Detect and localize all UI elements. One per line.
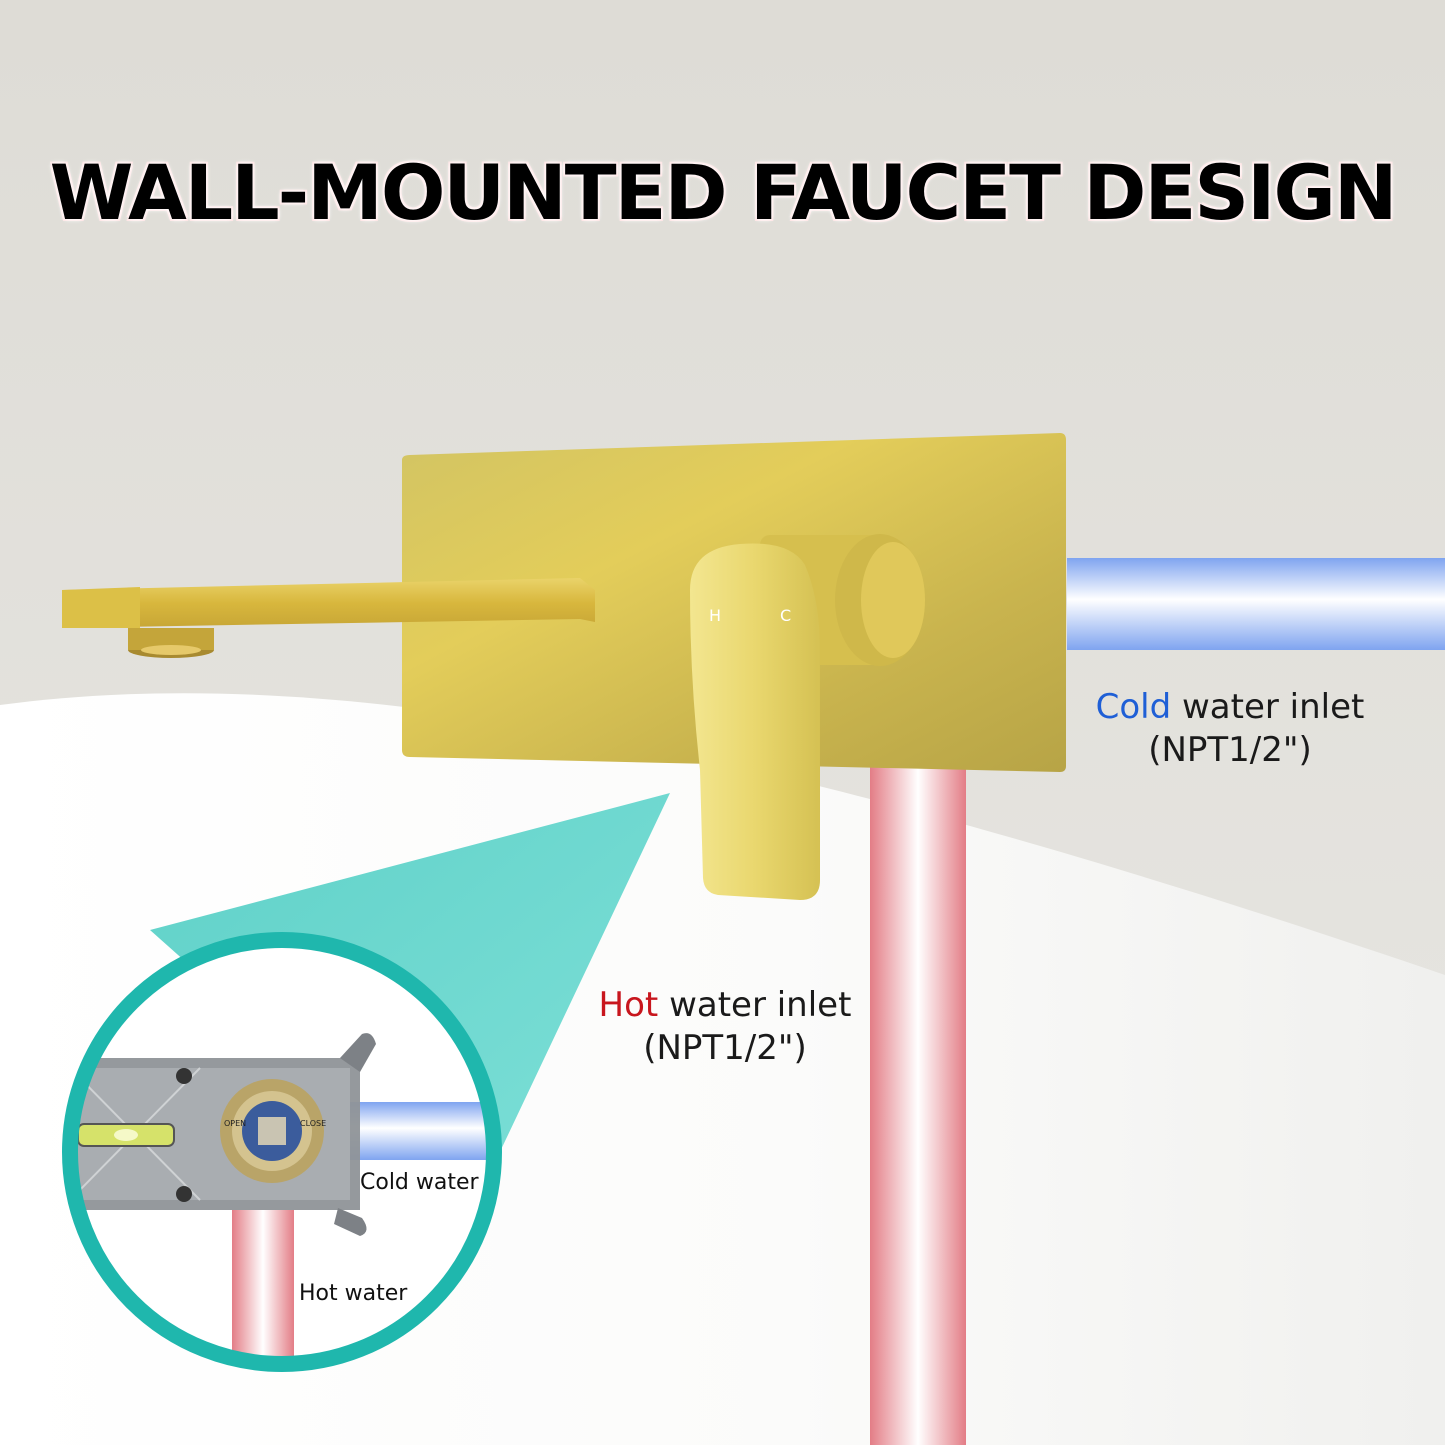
inset-hot-pipe	[232, 1210, 294, 1364]
inset-detail: OPEN CLOSE	[62, 932, 502, 1372]
page-title: WALL-MOUNTED FAUCET DESIGN	[49, 148, 1398, 237]
hot-inlet-text: water inlet	[669, 985, 852, 1025]
handle-hot-mark: H	[709, 606, 721, 625]
cold-inlet-spec: (NPT1/2")	[1148, 729, 1312, 770]
valve-close-mark: CLOSE	[300, 1119, 326, 1128]
inset-cold-water-label: Cold water	[360, 1170, 479, 1195]
hot-highlight: Hot	[598, 985, 659, 1025]
inset-cold-pipe	[345, 1102, 494, 1160]
cold-inlet-text: water inlet	[1182, 687, 1365, 727]
cold-highlight: Cold	[1095, 687, 1172, 727]
hot-inlet-spec: (NPT1/2")	[643, 1027, 807, 1068]
hot-water-inlet-label: Hot water inlet (NPT1/2")	[580, 984, 870, 1069]
inset-hot-water-label: Hot water	[299, 1281, 408, 1306]
hot-water-pipe	[870, 760, 966, 1445]
handle-cold-mark: C	[780, 606, 791, 625]
cold-water-inlet-label: Cold water inlet (NPT1/2")	[1080, 686, 1380, 771]
valve-open-mark: OPEN	[224, 1119, 246, 1128]
cold-water-pipe	[1067, 558, 1445, 650]
spout	[62, 578, 595, 658]
lever-handle: H C	[690, 543, 820, 900]
